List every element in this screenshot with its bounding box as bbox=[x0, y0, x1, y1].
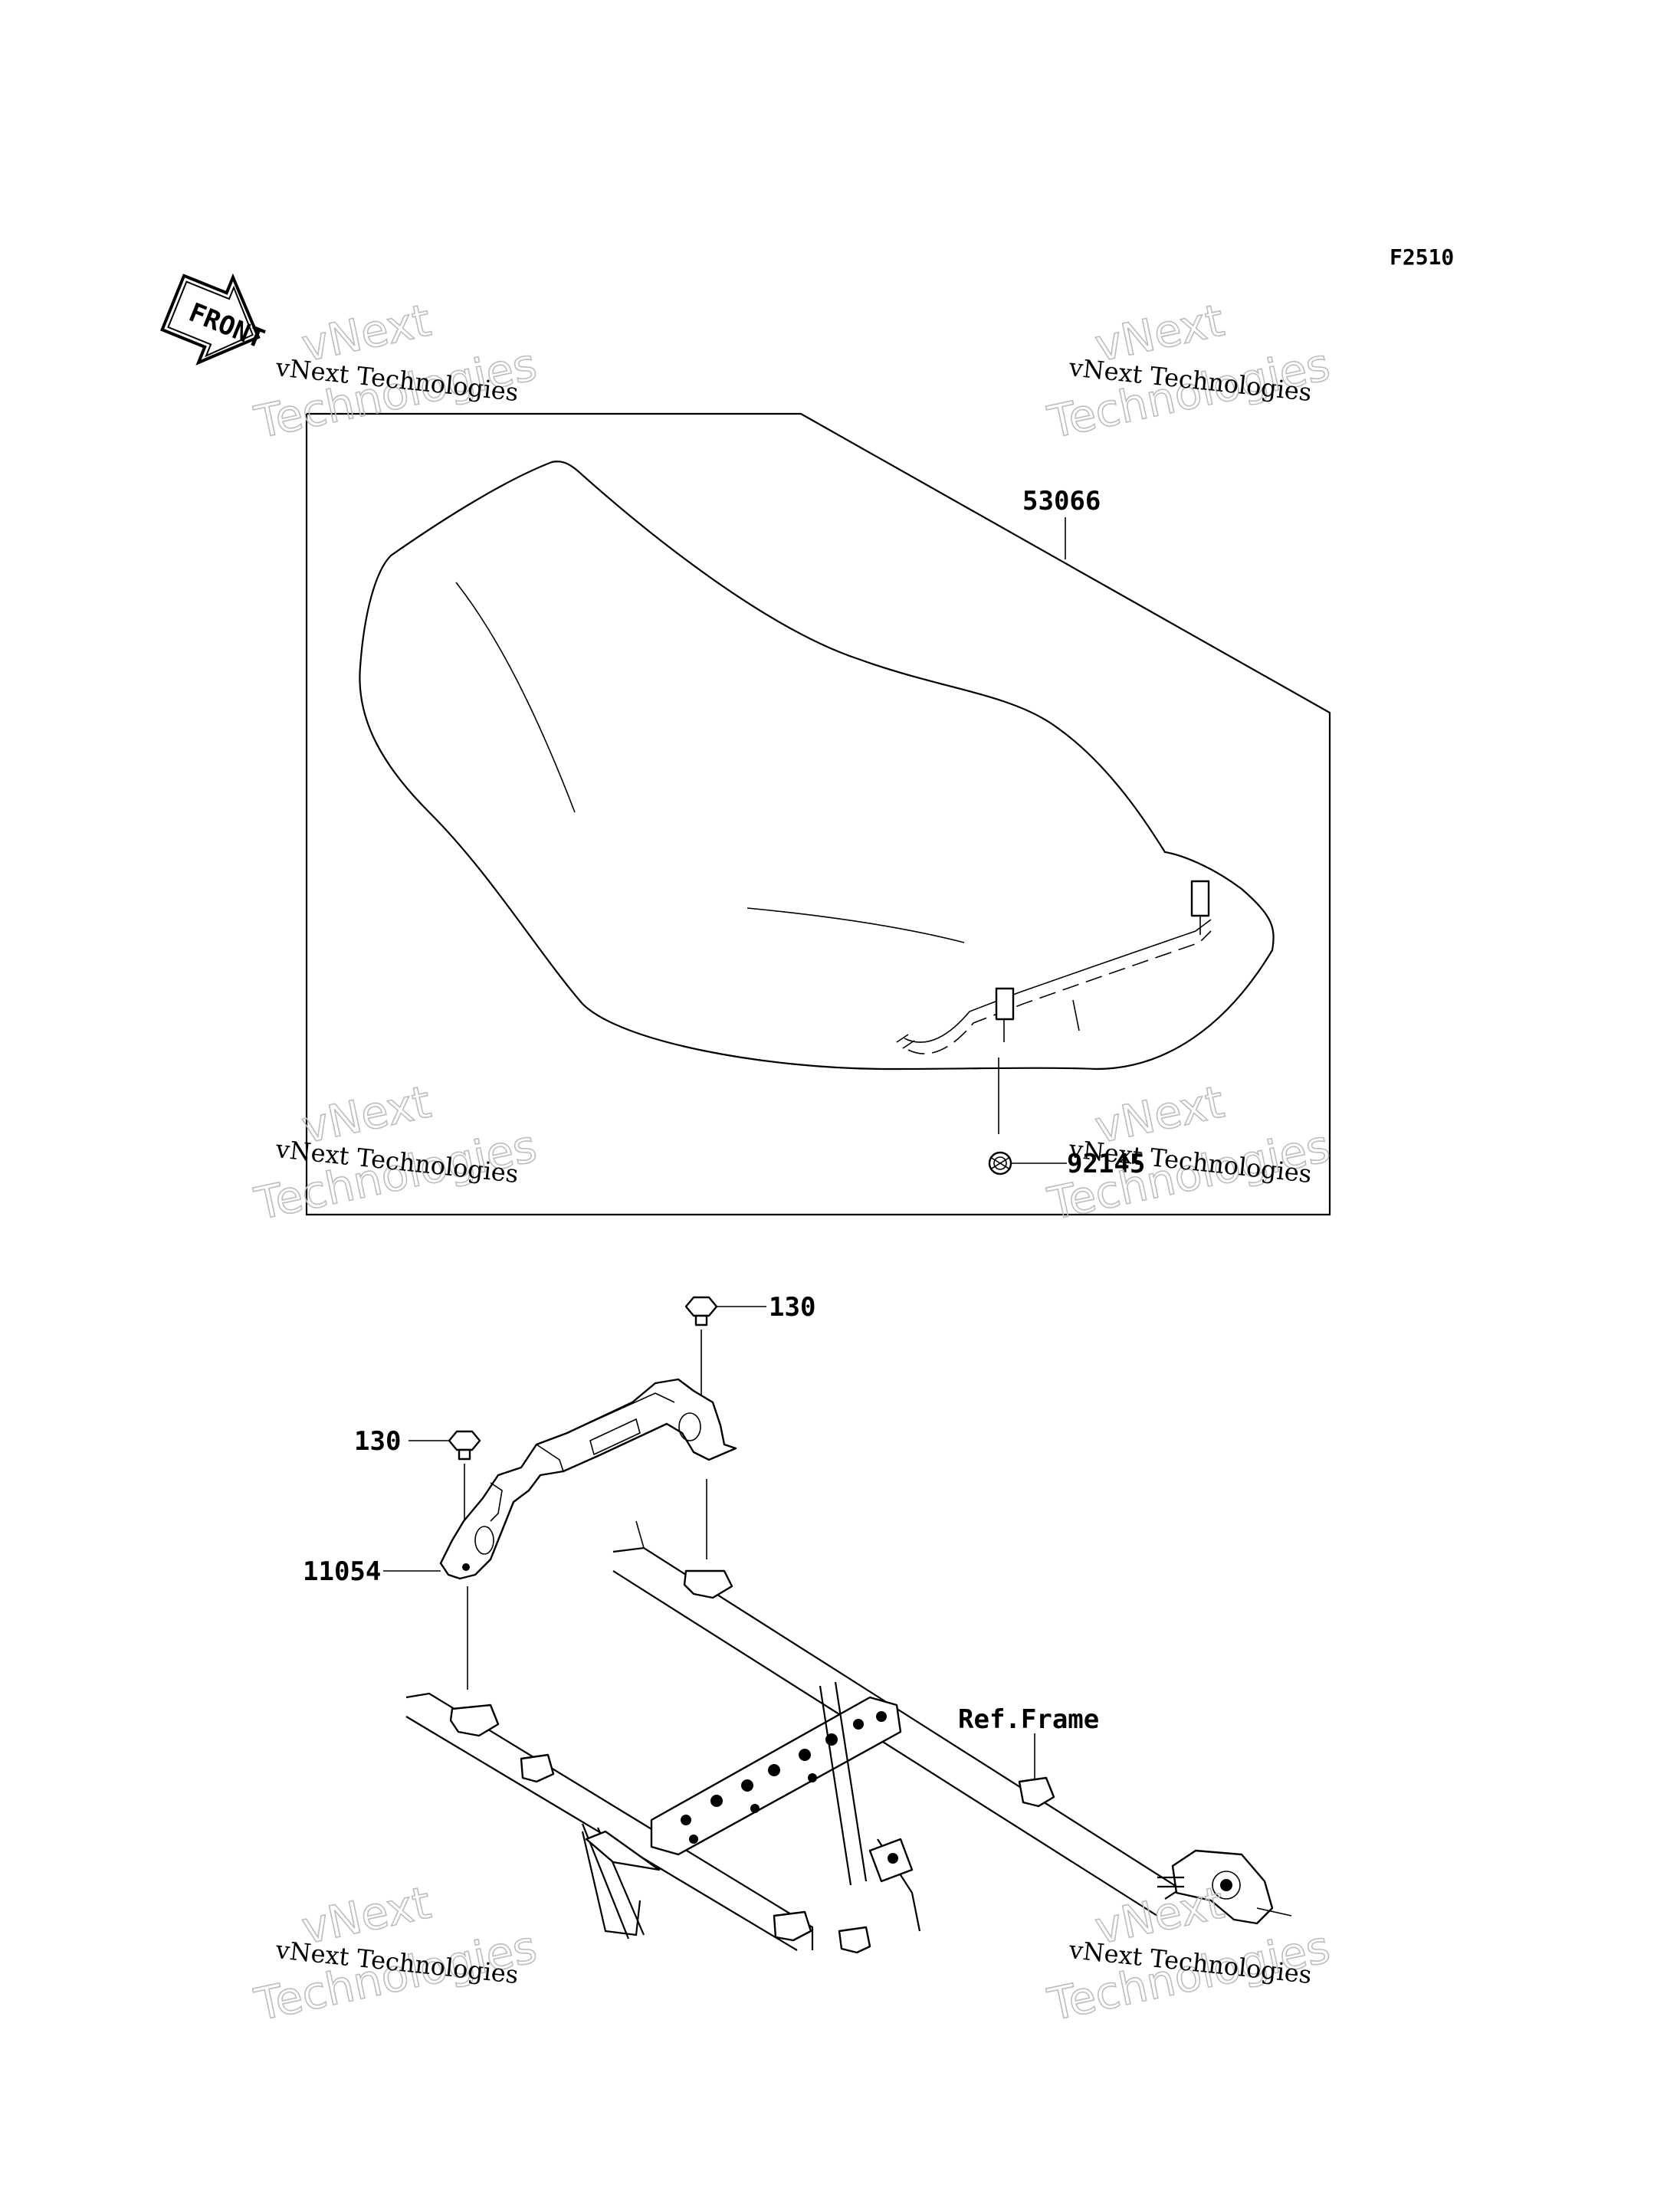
watermark-bottom-left: vNext Technologies vNext Technologies bbox=[250, 1876, 542, 2031]
callout-bolt-right: 130 bbox=[769, 1292, 815, 1323]
spring-icon bbox=[988, 1151, 1012, 1176]
callout-seat: 53066 bbox=[1022, 486, 1101, 516]
seat-assembly bbox=[359, 461, 1275, 1071]
figure-code: F2510 bbox=[1390, 244, 1454, 270]
watermark-mid-right: vNext Technologies vNext Technologies bbox=[1043, 1075, 1335, 1231]
callout-bolt-left: 130 bbox=[354, 1426, 401, 1457]
callout-frame: Ref.Frame bbox=[958, 1704, 1099, 1735]
watermark-bottom-right: vNext Technologies vNext Technologies bbox=[1043, 1876, 1335, 2031]
callout-bracket: 11054 bbox=[303, 1556, 381, 1587]
reference-frame bbox=[405, 1520, 1292, 1954]
seat-box-outline bbox=[305, 412, 1331, 1216]
callout-spring: 92145 bbox=[1067, 1149, 1145, 1179]
seat-bracket bbox=[439, 1378, 737, 1580]
bolt-left-icon bbox=[448, 1430, 481, 1461]
front-arrow-icon bbox=[159, 273, 261, 366]
watermark-top-left: vNext Technologies vNext Technologies bbox=[250, 293, 542, 449]
watermark-mid-left: vNext Technologies vNext Technologies bbox=[250, 1075, 542, 1231]
bolt-right-icon bbox=[684, 1296, 718, 1326]
watermark-top-right: vNext Technologies vNext Technologies bbox=[1043, 293, 1335, 449]
